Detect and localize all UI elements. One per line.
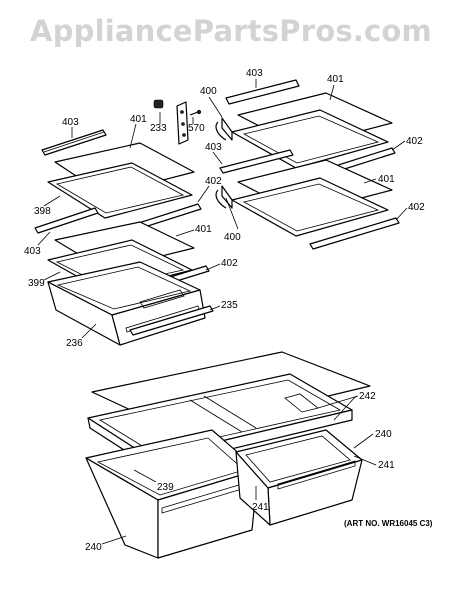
callout-400-top: 400 bbox=[200, 86, 217, 97]
clip-233 bbox=[153, 99, 164, 109]
callout-570: 570 bbox=[188, 123, 205, 134]
callout-242: 242 bbox=[359, 391, 376, 402]
bracket-hardware bbox=[153, 99, 202, 145]
shelf-rail-402-right-lower bbox=[309, 217, 400, 250]
shelf-frame-400-lower bbox=[215, 177, 389, 237]
callout-233: 233 bbox=[150, 123, 167, 134]
callout-401-left-middle: 401 bbox=[195, 224, 212, 235]
leader-lines bbox=[37, 79, 408, 545]
callout-402-right-upper: 402 bbox=[406, 136, 423, 147]
art-number: (ART NO. WR16045 C3) bbox=[344, 519, 433, 528]
left-shelf-stack bbox=[34, 129, 214, 346]
callout-398: 398 bbox=[34, 206, 51, 217]
callout-236: 236 bbox=[66, 338, 83, 349]
callout-401-right-middle: 401 bbox=[378, 174, 395, 185]
callout-400-lower: 400 bbox=[224, 232, 241, 243]
shelf-frame-398 bbox=[47, 162, 193, 219]
callout-labels: 403 401 233 570 398 402 403 401 399 402 … bbox=[24, 68, 433, 553]
callout-235: 235 bbox=[221, 300, 238, 311]
callout-403-left-middle: 403 bbox=[24, 246, 41, 257]
crisper-drawer-240-right bbox=[235, 429, 363, 526]
crisper-drawer-240-left bbox=[85, 429, 259, 559]
callout-402-left-upper: 402 bbox=[205, 176, 222, 187]
crisper-assembly bbox=[85, 351, 371, 559]
callout-399: 399 bbox=[28, 278, 45, 289]
callout-241-left: 241 bbox=[252, 502, 269, 513]
callout-239: 239 bbox=[157, 482, 174, 493]
right-shelf-stack bbox=[215, 79, 400, 250]
callout-403-right-middle: 403 bbox=[205, 142, 222, 153]
pan-cover-235 bbox=[129, 305, 214, 336]
shelf-rail-403-right-middle bbox=[219, 149, 294, 174]
callout-241-right: 241 bbox=[378, 460, 395, 471]
callout-401-right-top: 401 bbox=[327, 74, 344, 85]
deli-pan-236 bbox=[47, 261, 206, 346]
callout-401-left-top: 401 bbox=[130, 114, 147, 125]
callout-240-left: 240 bbox=[85, 542, 102, 553]
shelf-rail-403-right-top bbox=[225, 79, 300, 105]
shelf-rail-403-left-top bbox=[41, 129, 107, 156]
callout-403-left-top: 403 bbox=[62, 117, 79, 128]
shelf-rail-403-left-middle bbox=[34, 207, 99, 234]
callout-402-right-lower: 402 bbox=[408, 202, 425, 213]
callout-403-right-top: 403 bbox=[246, 68, 263, 79]
callout-240-right: 240 bbox=[375, 429, 392, 440]
callout-402-left-lower: 402 bbox=[221, 258, 238, 269]
screw-570 bbox=[189, 111, 199, 116]
